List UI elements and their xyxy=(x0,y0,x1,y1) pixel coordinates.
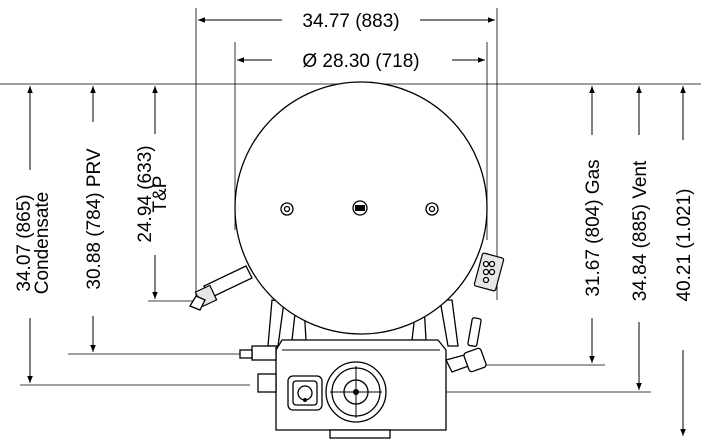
tank-ports xyxy=(280,200,439,216)
tp-label: T&P xyxy=(150,176,171,213)
vent-label: 34.84 (885) Vent xyxy=(630,160,651,301)
gas-connection-box xyxy=(473,252,505,292)
overall-width-label: 34.77 (883) xyxy=(302,11,399,32)
prv-dimension: 30.88 (784) PRV xyxy=(68,86,248,355)
gas-dimension: 31.67 (804) Gas xyxy=(480,86,605,366)
heater-outline xyxy=(189,81,505,439)
condensate-dimension: 34.07 (865) Condensate xyxy=(14,86,250,386)
tp-value: 24.94 (633) xyxy=(135,145,156,242)
gas-label: 31.67 (804) Gas xyxy=(583,159,604,296)
base-housing xyxy=(239,339,447,439)
overall-height-dimension: 40.21 (1.021) xyxy=(674,86,695,436)
overall-height-label: 40.21 (1.021) xyxy=(674,188,695,301)
tank-diameter-label: Ø 28.30 (718) xyxy=(302,51,419,72)
gas-valve xyxy=(445,317,487,373)
vent-dimension: 34.84 (885) Vent xyxy=(400,86,651,393)
prv-label: 30.88 (784) PRV xyxy=(84,148,105,290)
condensate-label: Condensate xyxy=(32,192,53,294)
tp-dimension: 24.94 (633) T&P xyxy=(135,86,206,302)
tp-valve-fitting xyxy=(189,265,253,311)
overall-width-dimension: 34.77 (883) xyxy=(195,8,498,300)
condensate-value: 34.07 (865) xyxy=(14,194,35,291)
